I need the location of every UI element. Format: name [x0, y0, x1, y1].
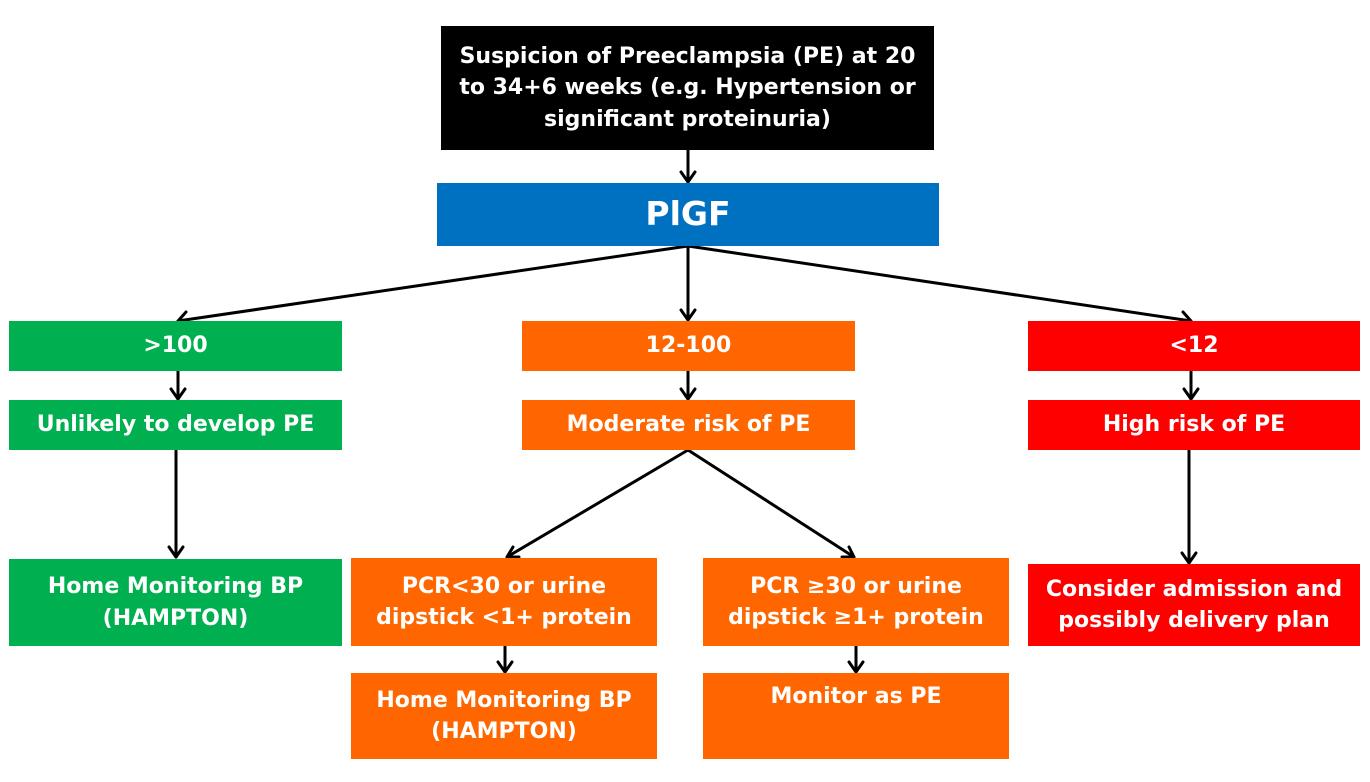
- home-monitoring-left-box: Home Monitoring BP (HAMPTON): [9, 559, 342, 646]
- range-gt100-box: >100: [9, 321, 342, 371]
- arrow-plgf-to-gt100: [176, 244, 690, 323]
- range-lt12-box: <12: [1028, 321, 1360, 371]
- arrow-moderate-to-pcr-low: [505, 448, 690, 559]
- pcr-low-box: PCR<30 or urine dipstick <1+ protein: [351, 558, 657, 646]
- arrowhead-pcr-high-to-monitor: [847, 660, 865, 674]
- admission-delivery-box: Consider admission and possibly delivery…: [1028, 564, 1360, 646]
- arrowhead-moderate-to-pcr-low: [505, 545, 521, 559]
- arrowhead-gt100-to-unlikely: [169, 387, 187, 401]
- arrowhead-moderate-to-pcr-high: [840, 545, 856, 559]
- range-12-100-box: 12-100: [522, 321, 855, 371]
- arrow-plgf-to-lt12: [686, 244, 1193, 323]
- arrowhead-root-to-plgf: [679, 170, 697, 184]
- arrowhead-lt12-to-high-risk: [1182, 387, 1200, 401]
- arrowhead-12-100-to-moderate: [679, 387, 697, 401]
- arrowhead-pcr-low-to-home-monitoring: [496, 660, 514, 674]
- pcr-high-box: PCR ≥30 or urine dipstick ≥1+ protein: [703, 558, 1009, 646]
- arrowhead-unlikely-to-home-monitoring: [167, 545, 185, 559]
- moderate-risk-box: Moderate risk of PE: [522, 400, 855, 450]
- suspicion-box: Suspicion of Preeclampsia (PE) at 20 to …: [441, 26, 934, 150]
- plgf-test-box: PlGF: [437, 183, 939, 246]
- arrowhead-high-risk-to-admission: [1180, 551, 1198, 565]
- monitor-as-pe-box: Monitor as PE: [703, 673, 1009, 759]
- arrowhead-plgf-to-12-100: [679, 308, 697, 322]
- high-risk-box: High risk of PE: [1028, 400, 1360, 450]
- arrow-moderate-to-pcr-high: [686, 448, 856, 559]
- unlikely-pe-box: Unlikely to develop PE: [9, 400, 342, 450]
- home-monitoring-middle-box: Home Monitoring BP (HAMPTON): [351, 673, 657, 759]
